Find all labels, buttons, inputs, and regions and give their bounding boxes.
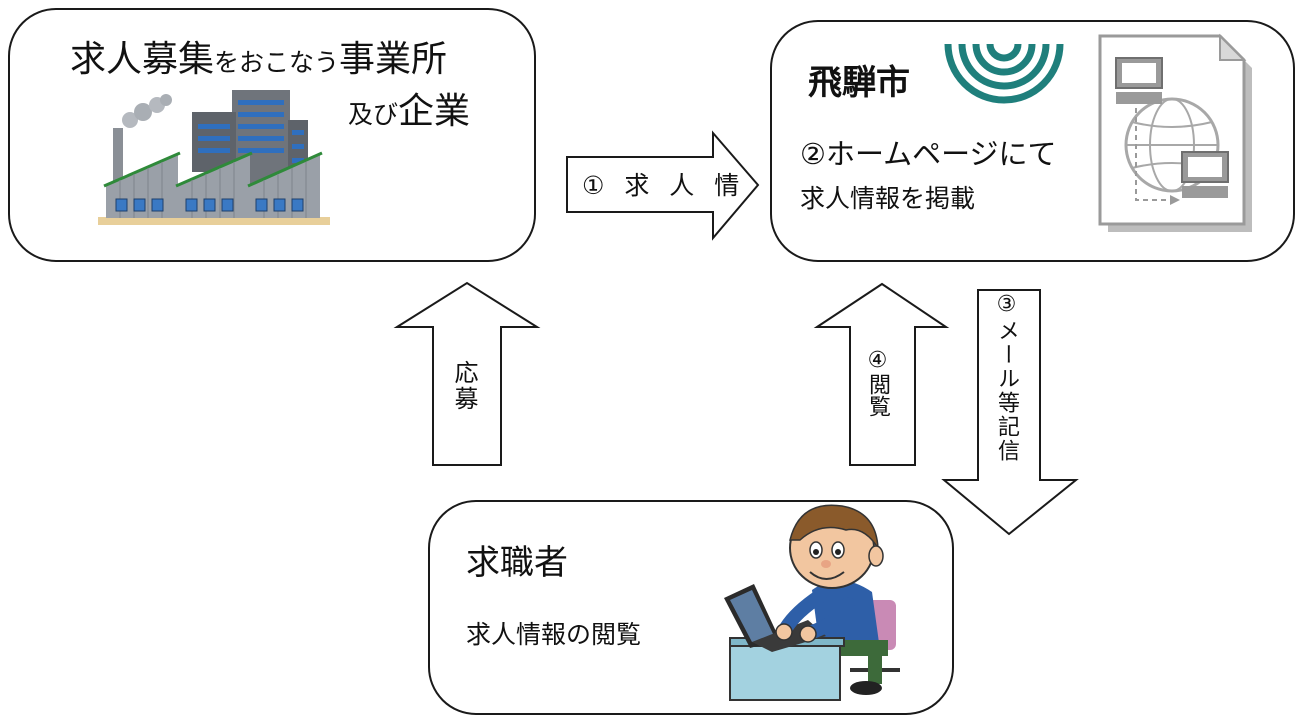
arrow-info-label: ① 求 人 情 <box>582 171 746 200</box>
company-sub-big: 企業 <box>398 91 471 132</box>
arrow-down-mail <box>941 289 1079 536</box>
company-title-small: をおこなう <box>214 48 340 77</box>
company-title-main: 求人募集 <box>70 39 215 80</box>
company-sub-small: 及び <box>348 100 399 129</box>
arrow-up-browse <box>813 282 950 466</box>
factory-icon <box>98 90 330 225</box>
arrow-up-apply <box>393 281 541 466</box>
arrow-right-info <box>566 130 760 241</box>
city-name: 飛騨市 <box>808 63 910 103</box>
company-subtitle: 及び企業 <box>348 94 470 130</box>
city-homepage-text: ②ホームページにて <box>800 137 1057 171</box>
arrow-browse-label: ④閲覧 <box>865 348 890 417</box>
city-posting-text: 求人情報を掲載 <box>800 184 976 213</box>
city-logo-icon <box>944 43 1064 104</box>
company-title: 求人募集をおこなう事業所 <box>70 42 447 78</box>
job-seeker-title: 求職者 <box>466 543 568 583</box>
web-network-icon <box>1098 33 1252 232</box>
arrow-apply-label: 応募 <box>450 360 478 412</box>
arrow-mail-label: ③メール等記信 <box>994 292 1019 463</box>
person-computer-icon <box>724 504 900 701</box>
company-title-end: 事業所 <box>339 39 448 80</box>
job-seeker-text: 求人情報の閲覧 <box>466 620 642 649</box>
